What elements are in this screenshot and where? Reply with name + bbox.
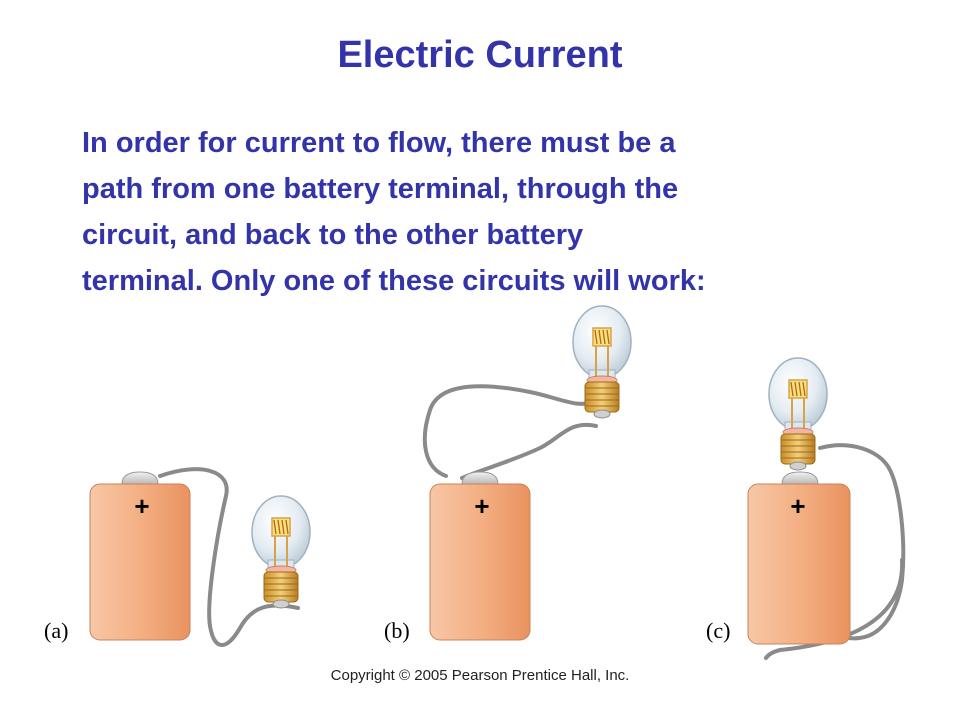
light-bulb-icon xyxy=(768,357,828,471)
body-line: terminal. Only one of these circuits wil… xyxy=(82,265,706,297)
wire xyxy=(422,384,598,480)
wire xyxy=(158,467,300,647)
panel-label-c: (c) xyxy=(706,618,731,643)
battery-terminal-cap xyxy=(121,471,159,485)
circuit-a: + xyxy=(89,467,311,647)
battery-terminal-cap xyxy=(781,471,819,485)
body-line: In order for current to flow, there must… xyxy=(82,127,676,159)
plus-sign: + xyxy=(134,491,149,521)
circuit-c: + xyxy=(747,357,906,660)
battery xyxy=(429,483,531,641)
battery xyxy=(747,483,851,645)
plus-sign: + xyxy=(790,491,805,521)
body-paragraph: In order for current to flow, there must… xyxy=(82,120,922,304)
slide-title: Electric Current xyxy=(337,34,623,76)
plus-sign: + xyxy=(474,491,489,521)
light-bulb-icon xyxy=(572,305,632,419)
panel-label-b: (b) xyxy=(384,618,410,643)
panel-label-a: (a) xyxy=(44,618,69,643)
body-line: circuit, and back to the other battery xyxy=(82,219,584,251)
light-bulb-icon xyxy=(251,495,311,609)
circuit-b: + xyxy=(422,305,632,641)
battery-terminal-cap xyxy=(461,471,499,485)
battery xyxy=(89,483,191,641)
copyright-notice: Copyright © 2005 Pearson Prentice Hall, … xyxy=(330,667,630,684)
body-line: path from one battery terminal, through … xyxy=(82,173,679,205)
